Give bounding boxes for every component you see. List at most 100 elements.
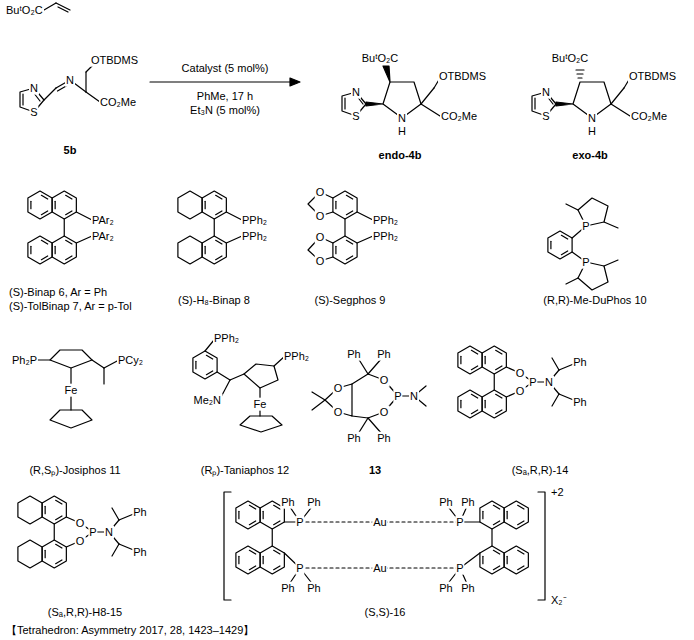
atom-label: N (351, 86, 361, 99)
endo-product-bonds (383, 66, 390, 82)
compound-number: exo-4b (571, 149, 608, 162)
duphos-structure (548, 198, 618, 290)
atom-label: N (409, 390, 419, 403)
binap-structure (76, 236, 92, 243)
atom-label: BuᵗO₂C (5, 4, 44, 17)
atom-label: Ph (572, 396, 587, 409)
exo-product-bonds (576, 69, 584, 70)
compound-name: (R,Sₚ)-Josiphos 11 (28, 464, 121, 477)
atom-label: O (379, 406, 390, 419)
atom-label: N (541, 86, 551, 99)
atom-label: Ph (132, 546, 147, 559)
atom-label: Ph (306, 582, 321, 595)
atom-label: P (295, 516, 304, 529)
atom-label: Ph (346, 348, 361, 361)
reaction-arrow (290, 78, 300, 86)
gold-complex-structure (480, 546, 504, 574)
atom-label: Ph (460, 582, 475, 595)
atom-label: PPh₂ (372, 230, 399, 243)
atom-label: BuᵗO₂C (551, 52, 590, 65)
taniaphos-structure (193, 351, 217, 379)
binol-phosphoramidite-structure (458, 390, 482, 418)
atom-label: Ph (438, 496, 453, 509)
duphos-structure (566, 204, 578, 210)
binol-phosphoramidite-structure (458, 346, 482, 374)
exo-product-bonds (556, 102, 573, 106)
duphos-structure (548, 231, 572, 259)
binol-phosphoramidite-structure (482, 346, 506, 374)
imine-bonds (44, 88, 56, 100)
gold-complex-structure (491, 529, 492, 546)
atom-label: PPh₂ (241, 230, 268, 243)
atom-label: N (104, 526, 114, 539)
binol-phosphoramidite-structure (494, 374, 495, 390)
gold-complex-structure (480, 501, 504, 529)
atom-label: S (541, 110, 550, 123)
compound-name: (Sₐ,R,R)-14 (511, 464, 570, 477)
compound-name: (S,S)-16 (364, 606, 407, 619)
binap-structure (28, 191, 92, 264)
taniaphos-structure (193, 340, 285, 432)
taniaphos-structure (244, 364, 278, 388)
endo-product-bonds (421, 104, 440, 116)
taddol-phosphoramidite-structure (358, 358, 368, 374)
atom-label: Ph (132, 506, 147, 519)
binol-phosphoramidite-structure (458, 346, 576, 418)
josiphos-structure (50, 410, 92, 428)
h8-binol-phosphoramidite-structure (18, 496, 42, 524)
h8-binap-structure (178, 191, 242, 264)
atom-label: Ph (376, 432, 391, 445)
gold-complex-structure (224, 492, 545, 600)
atom-label: OTBDMS (90, 54, 139, 67)
atom-label: Ph (572, 356, 587, 369)
h8-binap-structure (178, 191, 202, 219)
atom-label: Ph (438, 582, 453, 595)
h8-binap-structure (178, 236, 202, 264)
condition-text: Et₃N (5 mol%) (189, 104, 261, 117)
exo-product-bonds (534, 98, 535, 109)
segphos-structure (344, 219, 345, 236)
imine-bonds (85, 72, 86, 92)
gold-complex-structure (538, 492, 545, 600)
h8-binap-structure (202, 236, 226, 264)
atom-label: S (351, 110, 360, 123)
taniaphos-structure (230, 374, 244, 380)
imine-bonds (22, 94, 23, 105)
taddol-phosphoramidite-structure (368, 358, 382, 374)
compound-number: 13 (368, 464, 382, 477)
acrylate-bonds (58, 7, 68, 12)
acrylate-bonds (44, 3, 70, 12)
binap-structure (28, 191, 52, 219)
taniaphos-structure (217, 372, 230, 380)
imine-bonds (20, 62, 100, 112)
atom-label: CO₂Me (630, 110, 668, 123)
atom-label: Fe (253, 398, 268, 411)
atom-label: N (29, 82, 39, 95)
atom-label: P (295, 562, 304, 575)
atom-label: Ph (280, 582, 295, 595)
taddol-phosphoramidite-structure (312, 400, 325, 410)
atom-label: PAr₂ (91, 214, 115, 227)
binol-phosphoramidite-structure (482, 390, 506, 418)
h8-binol-phosphoramidite-structure (18, 540, 42, 568)
reaction-arrow (150, 81, 292, 82)
duphos-structure (604, 222, 618, 228)
taddol-phosphoramidite-structure (312, 392, 325, 400)
atom-label: N (397, 112, 407, 125)
segphos-structure (333, 191, 357, 219)
atom-label: OTBDMS (628, 70, 677, 83)
condition-text: PhMe, 17 h (196, 90, 254, 103)
atom-label: Au (372, 516, 387, 529)
atom-label: H (587, 125, 597, 138)
duphos-structure (566, 278, 578, 284)
atom-label: O (379, 374, 390, 387)
exo-product-bonds (578, 77, 582, 78)
binap-structure (52, 191, 76, 219)
atom-label: CO₂Me (99, 96, 137, 109)
atom-label: Ph (460, 496, 475, 509)
atom-label: Ph (280, 496, 295, 509)
atom-label: P (455, 516, 464, 529)
atom-label: P (528, 376, 537, 389)
atom-label: PCy₂ (117, 354, 144, 367)
